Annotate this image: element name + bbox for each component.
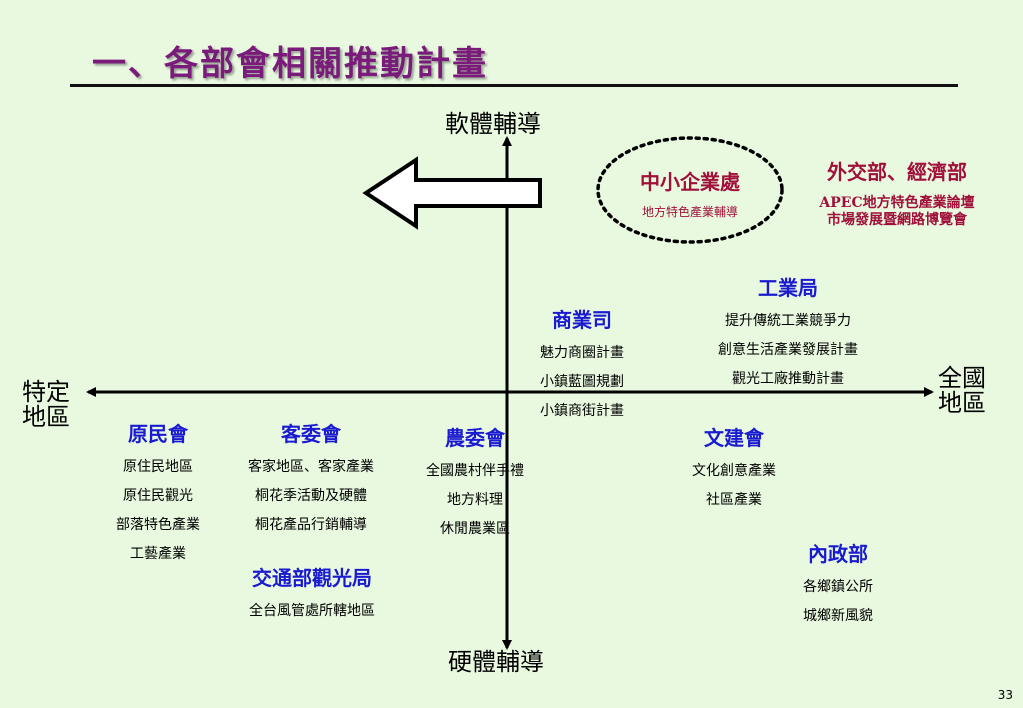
highlight-ellipse — [596, 136, 784, 244]
group-head: 原民會 — [128, 422, 188, 446]
axis-label-bottom: 硬體輔導 — [448, 648, 544, 676]
list-item: 社區產業 — [706, 492, 762, 508]
group-head: 外交部、經濟部 — [827, 160, 967, 184]
list-item: 桐花季活動及硬體 — [255, 488, 367, 504]
group-head: 工業局 — [758, 276, 818, 300]
list-item: 地方料理 — [447, 492, 503, 508]
sme-sub: 地方特色產業輔導 — [641, 205, 738, 219]
slide-number: 33 — [997, 688, 1013, 702]
list-item: 工藝產業 — [130, 546, 186, 562]
list-item: 部落特色產業 — [116, 517, 200, 533]
list-item: 小鎮藍圖規劃 — [540, 374, 624, 390]
list-item: 文化創意產業 — [692, 463, 776, 479]
group-commerce: 商業司 魅力商圈計畫 小鎮藍圖規劃 小鎮商街計畫 — [522, 304, 642, 426]
axis-label-top: 軟體輔導 — [445, 110, 541, 138]
left-arrow-shape — [362, 156, 542, 230]
list-item: APEC地方特色產業論壇 — [819, 195, 975, 211]
list-item: 客家地區、客家產業 — [248, 459, 374, 475]
group-agri: 農委會 全國農村伴手禮 地方料理 休閒農業區 — [408, 422, 542, 544]
sme-head: 中小企業處 — [640, 170, 740, 194]
group-foreign: 外交部、經濟部 APEC地方特色產業論壇 市場發展暨網路博覽會 — [792, 156, 1002, 229]
list-item: 創意生活產業發展計畫 — [718, 342, 858, 358]
group-head: 內政部 — [808, 542, 868, 566]
list-item: 魅力商圈計畫 — [540, 345, 624, 361]
sme-group: 中小企業處 地方特色產業輔導 — [610, 166, 770, 220]
page-title: 一、各部會相關推動計畫 — [92, 44, 488, 84]
list-item: 全台風管處所轄地區 — [249, 603, 375, 619]
list-item: 小鎮商街計畫 — [540, 403, 624, 419]
group-culture: 文建會 文化創意產業 社區產業 — [672, 422, 796, 515]
group-hakka: 客委會 客家地區、客家產業 桐花季活動及硬體 桐花產品行銷輔導 — [226, 418, 396, 540]
list-item: 提升傳統工業競爭力 — [725, 313, 851, 329]
group-interior: 內政部 各鄉鎮公所 城鄉新風貌 — [780, 538, 896, 631]
group-head: 商業司 — [552, 308, 612, 332]
list-item: 休閒農業區 — [440, 521, 510, 537]
list-item: 觀光工廠推動計畫 — [732, 371, 844, 387]
axis-label-left: 特定地區 — [22, 378, 70, 432]
group-indigenous: 原民會 原住民地區 原住民觀光 部落特色產業 工藝產業 — [98, 418, 218, 569]
list-item: 各鄉鎮公所 — [803, 579, 873, 595]
group-head: 文建會 — [704, 426, 764, 450]
group-head: 農委會 — [445, 426, 505, 450]
axis-label-right: 全國地區 — [938, 364, 986, 418]
group-tourism: 交通部觀光局 全台風管處所轄地區 — [222, 562, 402, 626]
list-item: 城鄉新風貌 — [803, 608, 873, 624]
list-item: 桐花產品行銷輔導 — [255, 517, 367, 533]
group-industry: 工業局 提升傳統工業競爭力 創意生活產業發展計畫 觀光工廠推動計畫 — [688, 272, 888, 394]
title-rule — [70, 84, 958, 87]
list-item: 全國農村伴手禮 — [426, 463, 524, 479]
list-item: 原住民觀光 — [123, 488, 193, 504]
list-item: 市場發展暨網路博覽會 — [827, 212, 967, 228]
list-item: 原住民地區 — [123, 459, 193, 475]
group-head: 交通部觀光局 — [252, 566, 372, 590]
group-head: 客委會 — [281, 422, 341, 446]
